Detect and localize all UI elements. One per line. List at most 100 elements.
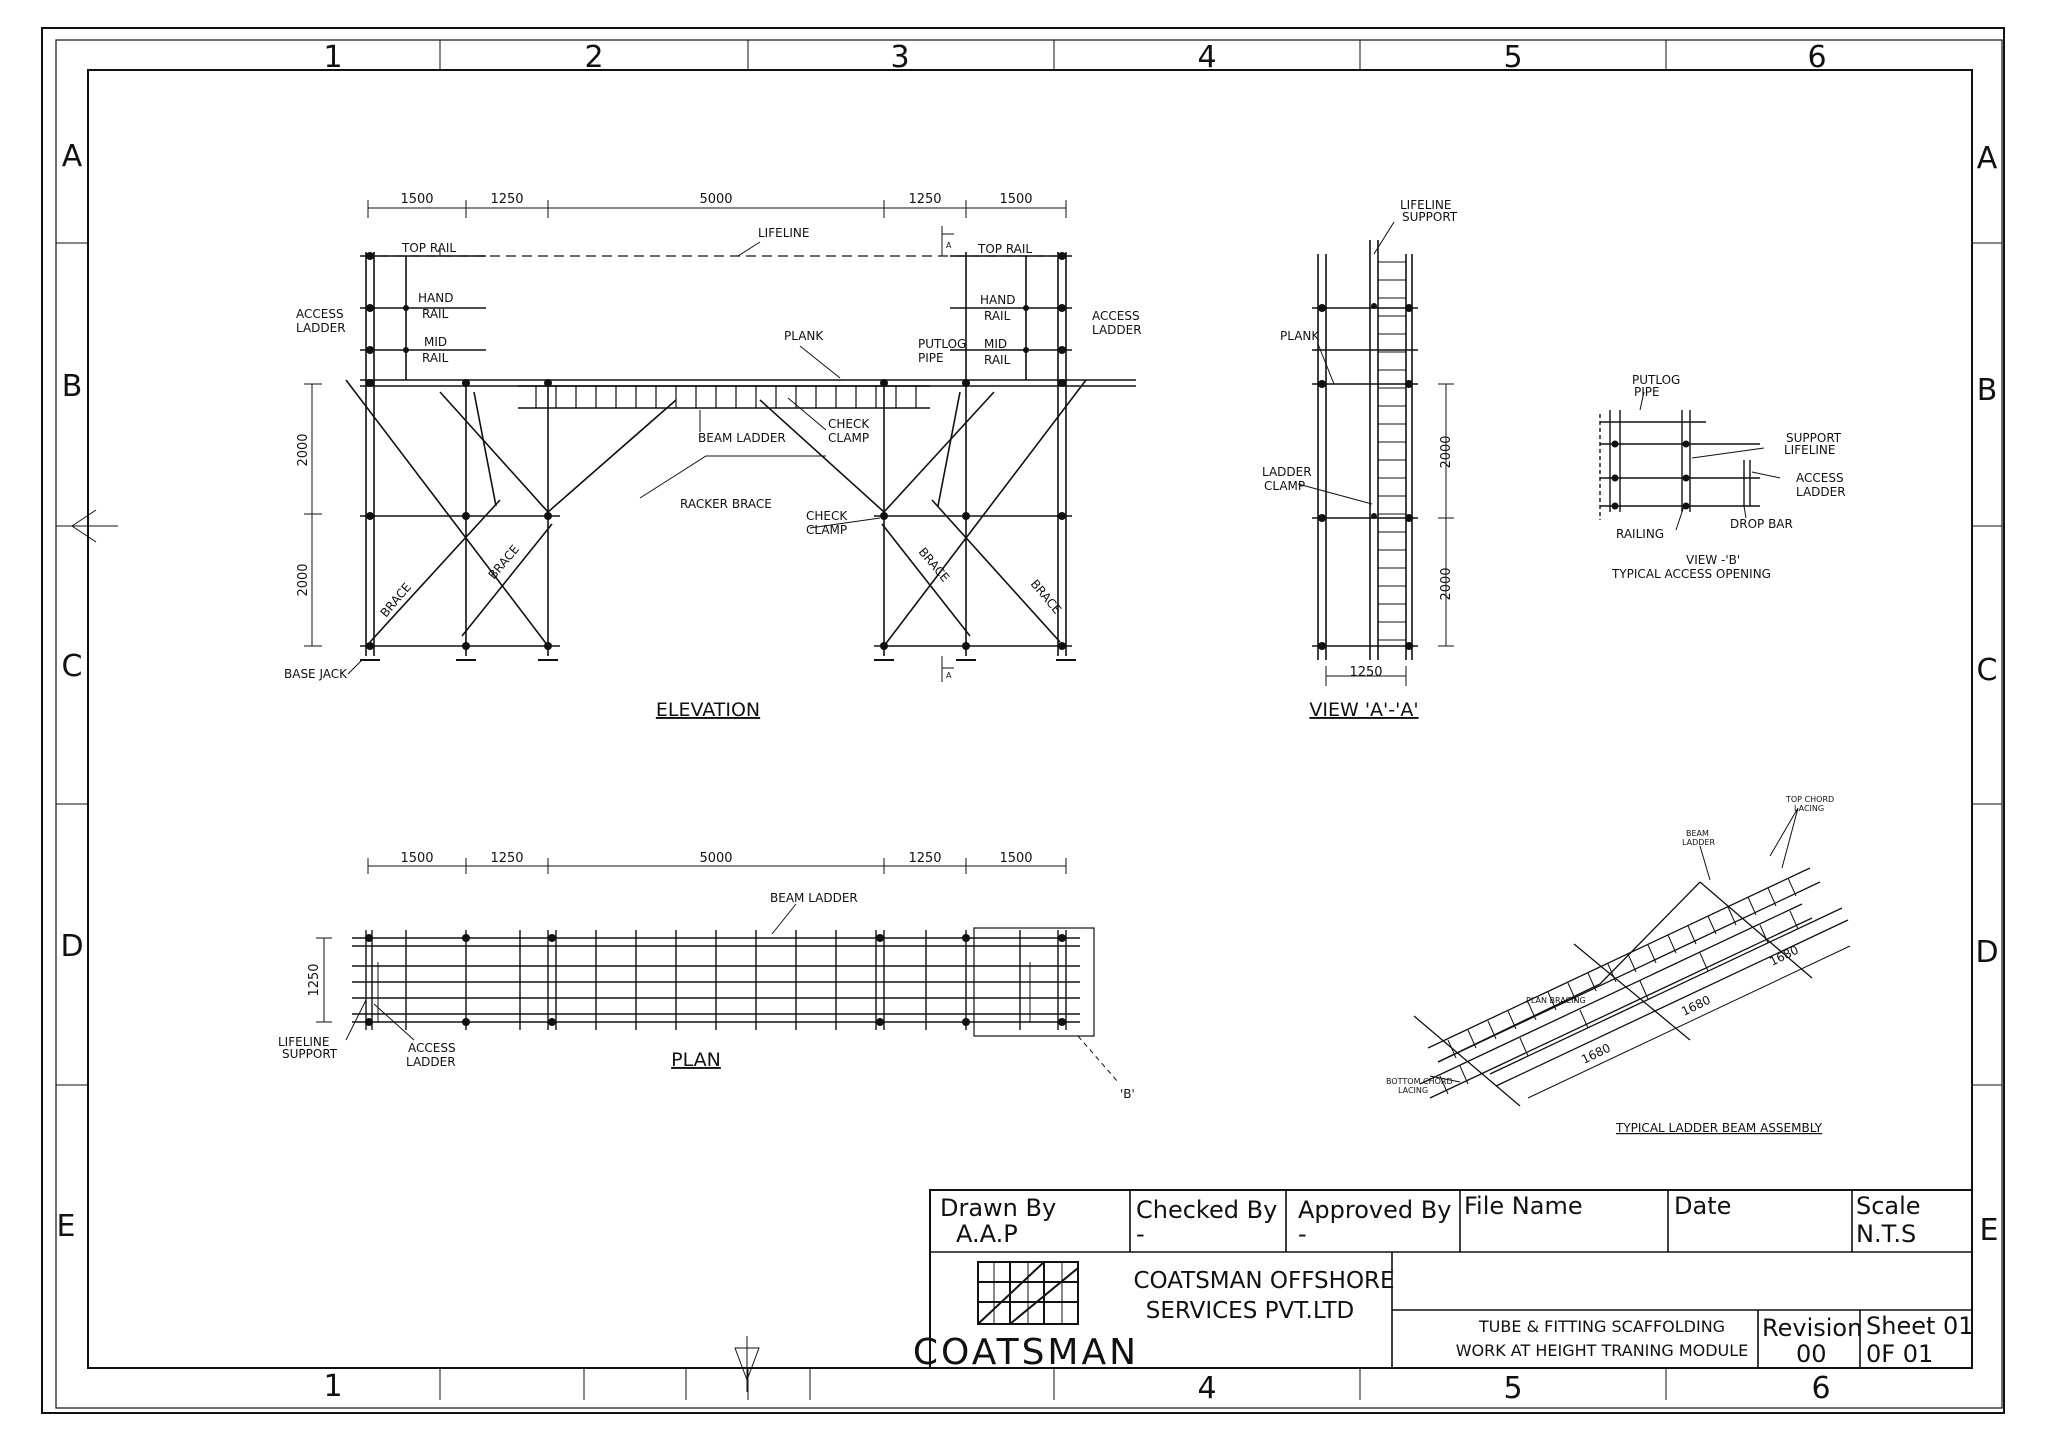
col-label-top-1: 1 (323, 40, 342, 75)
elevation-clamps (366, 252, 1066, 650)
view-b-label-railing: RAILING (1616, 527, 1664, 541)
view-aa-linework (1297, 221, 1454, 686)
view-aa-label-ladder-clamp-2: CLAMP (1264, 479, 1305, 493)
col-label-bottom-5: 5 (1503, 1371, 1522, 1406)
title-block-checked-by-value: - (1136, 1220, 1145, 1248)
beam-assembly-label-top-chord-2: LACING (1794, 804, 1824, 813)
view-b-label-support-lifeline-2: LIFELINE (1784, 443, 1836, 457)
view-b-label-drop-bar: DROP BAR (1730, 517, 1793, 531)
beam-assembly-linework (1413, 807, 1851, 1107)
elevation-title: ELEVATION (656, 699, 760, 721)
view-aa-label-lifeline-support-1: LIFELINE (1400, 198, 1452, 212)
row-label-left-a: A (62, 139, 83, 174)
elevation-label-access-ladder-left-2: LADDER (296, 321, 346, 335)
view-aa-dim-2000-lower: 2000 (1439, 567, 1454, 600)
elevation-dim-1500-right: 1500 (999, 192, 1032, 207)
row-label-left-e: E (57, 1209, 76, 1244)
title-block-revision-value: 00 (1796, 1340, 1827, 1368)
plan-label-lifeline-support-1: LIFELINE (278, 1035, 330, 1049)
row-label-right-d: D (1975, 935, 1998, 970)
title-block-description-line-1: TUBE & FITTING SCAFFOLDING (1478, 1317, 1725, 1336)
elevation-label-hand-rail-right-1: HAND (980, 293, 1015, 307)
row-label-left-b: B (62, 369, 83, 404)
view-aa-label-ladder-clamp-1: LADDER (1262, 465, 1312, 479)
elevation-label-putlog-pipe-1: PUTLOG (918, 337, 966, 351)
elevation-label-check-clamp-1b: CLAMP (828, 431, 869, 445)
elevation-dim-2000-upper: 2000 (296, 433, 311, 466)
col-label-bottom-4: 4 (1197, 1371, 1216, 1406)
title-block-grid (929, 1189, 1973, 1369)
elevation-label-base-jack: BASE JACK (284, 667, 348, 681)
title-block-company-line-1: COATSMAN OFFSHORE (1133, 1268, 1394, 1294)
row-label-right-a: A (1977, 141, 1998, 176)
beam-assembly-label-beam-ladder-1: BEAM (1686, 829, 1709, 838)
elevation-label-hand-rail-right-2: RAIL (984, 309, 1011, 323)
elevation-section-mark-top: A (946, 241, 952, 250)
title-block-checked-by-label: Checked By (1136, 1196, 1277, 1224)
elevation-label-mid-rail-left-2: RAIL (422, 351, 449, 365)
elevation-label-access-ladder-right-1: ACCESS (1092, 309, 1140, 323)
elevation-label-beam-ladder: BEAM LADDER (698, 431, 786, 445)
plan-dim-1250-left: 1250 (490, 851, 523, 866)
row-label-right-c: C (1977, 653, 1998, 688)
col-label-bottom-6: 6 (1811, 1371, 1830, 1406)
col-label-top-6: 6 (1807, 40, 1826, 75)
beam-assembly-label-beam-ladder-2: LADDER (1682, 838, 1715, 847)
elevation-linework (304, 200, 1136, 682)
grid-labels: 1 2 3 4 5 6 1 4 5 6 A B C D E A B C D E (57, 40, 1999, 1406)
view-aa-clamps (1318, 303, 1413, 650)
elevation-label-putlog-pipe-2: PIPE (918, 351, 944, 365)
title-block-approved-by-label: Approved By (1298, 1196, 1451, 1224)
view-aa-ladder-rungs (1378, 261, 1406, 641)
elevation-label-check-clamp-2a: CHECK (806, 509, 848, 523)
plan-dim-1500-left: 1500 (400, 851, 433, 866)
view-aa-label-lifeline-support-2: SUPPORT (1402, 210, 1458, 224)
row-label-right-b: B (1977, 373, 1998, 408)
elevation-dim-2000-lower: 2000 (296, 563, 311, 596)
plan-dim-1250-vertical: 1250 (307, 963, 322, 996)
title-block-revision-label: Revision (1762, 1314, 1862, 1342)
elevation-dim-1250-left: 1250 (490, 192, 523, 207)
title-block-description-line-2: WORK AT HEIGHT TRANING MODULE (1456, 1341, 1749, 1360)
beam-assembly-label-plan-bracing: PLAN BRACING (1526, 996, 1586, 1005)
elevation-label-brace-3: BRACE (916, 545, 952, 585)
plan-dim-1250-right: 1250 (908, 851, 941, 866)
view-b-label-access-ladder-1: ACCESS (1796, 471, 1844, 485)
beam-assembly: TOP CHORD LACING BEAM LADDER PLAN BRACIN… (1386, 795, 1851, 1135)
view-b-label-access-ladder-2: LADDER (1796, 485, 1846, 499)
title-block-drawn-by-value: A.A.P (956, 1220, 1018, 1248)
plan-view: 1500 1250 5000 1250 1500 1250 BEAM LADDE… (278, 851, 1135, 1101)
elevation-label-mid-rail-left-1: MID (424, 335, 447, 349)
plan-label-beam-ladder: BEAM LADDER (770, 891, 858, 905)
title-block-sheet-number: Sheet 01 (1866, 1312, 1974, 1340)
title-block-scale-label: Scale (1856, 1192, 1921, 1220)
elevation-label-access-ladder-right-2: LADDER (1092, 323, 1142, 337)
elevation-dim-5000: 5000 (699, 192, 732, 207)
view-b-title-1: VIEW -'B' (1686, 553, 1740, 567)
view-aa-dim-1250: 1250 (1349, 665, 1382, 680)
title-block-scale-value: N.T.S (1856, 1220, 1916, 1248)
elevation-label-plank: PLANK (784, 329, 824, 343)
view-b-label-putlog-pipe-2: PIPE (1634, 385, 1660, 399)
row-label-right-e: E (1980, 1213, 1999, 1248)
elevation-label-check-clamp-1a: CHECK (828, 417, 870, 431)
row-label-left-d: D (60, 929, 83, 964)
elevation-label-racker-brace: RACKER BRACE (680, 497, 772, 511)
beam-assembly-title: TYPICAL LADDER BEAM ASSEMBLY (1615, 1121, 1823, 1135)
elevation-label-hand-rail-left-1: HAND (418, 291, 453, 305)
col-label-top-2: 2 (584, 40, 603, 75)
plan-linework (316, 858, 1119, 1083)
col-label-bottom-1: 1 (323, 1369, 342, 1404)
beam-assembly-label-bottom-chord-2: LACING (1398, 1086, 1428, 1095)
elevation-label-check-clamp-2b: CLAMP (806, 523, 847, 537)
elevation-label-mid-rail-right-1: MID (984, 337, 1007, 351)
elevation-label-top-rail-left: TOP RAIL (401, 241, 456, 255)
view-b: PUTLOG PIPE SUPPORT LIFELINE ACCESS LADD… (1599, 373, 1846, 581)
title-block-file-name-label: File Name (1464, 1192, 1583, 1220)
view-aa-label-plank: PLANK (1280, 329, 1320, 343)
plan-title: PLAN (671, 1049, 721, 1071)
beam-ladder-rungs (535, 386, 917, 408)
row-label-left-c: C (62, 649, 83, 684)
plan-clamps (365, 934, 1066, 1026)
